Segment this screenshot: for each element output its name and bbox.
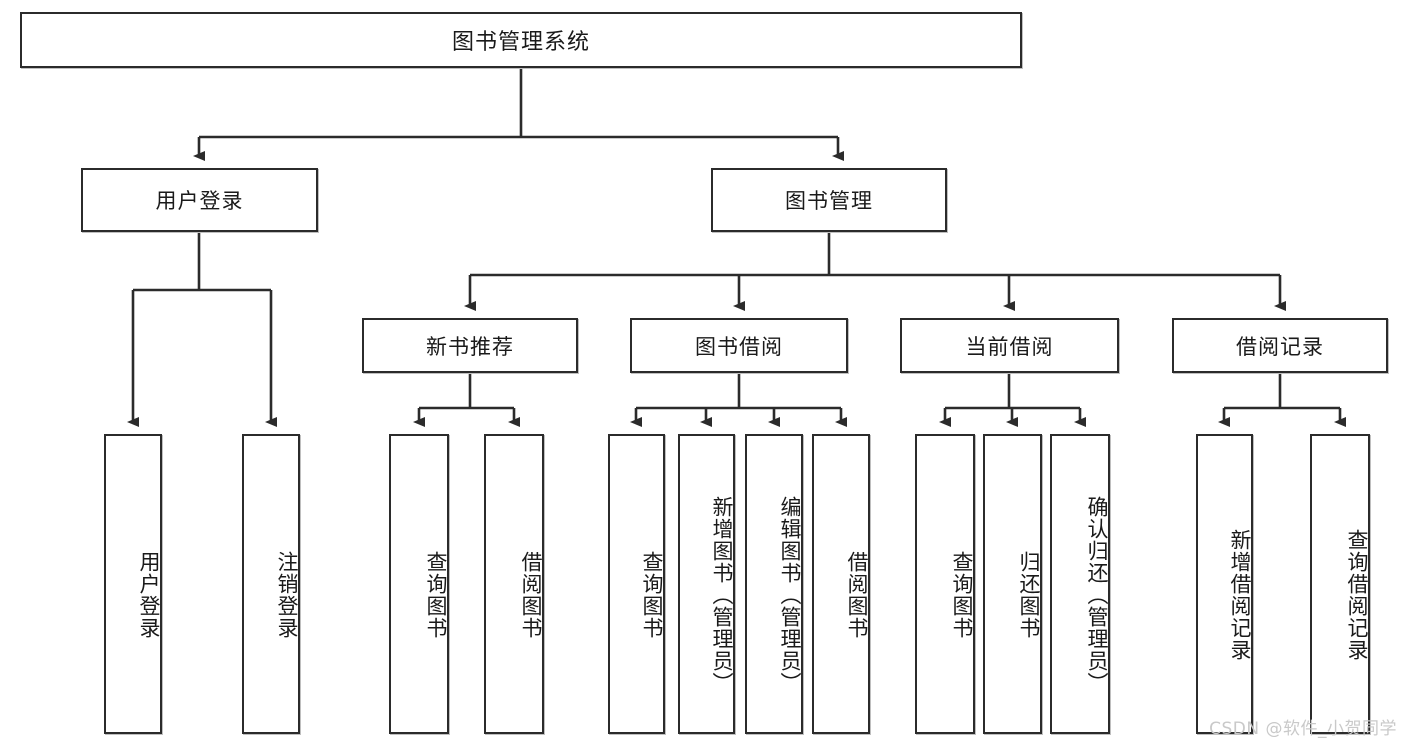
node-leaf-borrow-book-1[interactable]: 借阅图书: [484, 434, 544, 734]
node-new-book-recommend[interactable]: 新书推荐: [362, 318, 578, 373]
node-label: 用户登录: [155, 189, 244, 213]
node-label: 确认归还（管理员）: [1085, 496, 1109, 694]
node-root-system[interactable]: 图书管理系统: [20, 12, 1022, 68]
node-leaf-borrow-book-2[interactable]: 借阅图书: [812, 434, 870, 734]
node-label: 注销登录: [275, 551, 299, 639]
node-leaf-logout[interactable]: 注销登录: [242, 434, 300, 734]
node-label: 查询借阅记录: [1345, 529, 1369, 661]
node-leaf-confirm-return[interactable]: 确认归还（管理员）: [1050, 434, 1110, 734]
node-label: 图书管理系统: [451, 30, 590, 55]
node-label: 借阅图书: [845, 551, 869, 639]
node-label: 查询图书: [424, 551, 448, 639]
node-leaf-query-book-1[interactable]: 查询图书: [389, 434, 449, 734]
node-leaf-edit-book[interactable]: 编辑图书（管理员）: [745, 434, 803, 734]
node-leaf-add-record[interactable]: 新增借阅记录: [1196, 434, 1253, 734]
node-leaf-add-book[interactable]: 新增图书（管理员）: [678, 434, 735, 734]
node-label: 新书推荐: [426, 334, 514, 359]
node-label: 归还图书: [1017, 551, 1041, 639]
node-label: 用户登录: [137, 551, 161, 639]
node-leaf-query-book-2[interactable]: 查询图书: [608, 434, 665, 734]
node-label: 图书借阅: [695, 334, 783, 359]
node-current-borrow[interactable]: 当前借阅: [900, 318, 1119, 373]
node-user-login[interactable]: 用户登录: [81, 168, 318, 232]
node-leaf-query-book-3[interactable]: 查询图书: [915, 434, 975, 734]
node-book-management[interactable]: 图书管理: [711, 168, 947, 232]
watermark-text: CSDN @软件_小贺同学: [1209, 719, 1397, 739]
node-label: 当前借阅: [965, 334, 1054, 359]
node-label: 查询图书: [950, 551, 974, 639]
node-label: 新增借阅记录: [1228, 529, 1252, 661]
node-leaf-user-login[interactable]: 用户登录: [104, 434, 162, 734]
node-label: 查询图书: [640, 551, 664, 639]
node-book-borrow[interactable]: 图书借阅: [630, 318, 848, 373]
node-label: 新增图书（管理员）: [710, 496, 734, 694]
node-label: 借阅图书: [519, 551, 543, 639]
node-leaf-return-book[interactable]: 归还图书: [983, 434, 1042, 734]
node-label: 编辑图书（管理员）: [778, 496, 802, 694]
node-leaf-query-record[interactable]: 查询借阅记录: [1310, 434, 1370, 734]
node-borrow-records[interactable]: 借阅记录: [1172, 318, 1388, 373]
node-label: 图书管理: [785, 189, 873, 213]
node-label: 借阅记录: [1236, 334, 1324, 359]
